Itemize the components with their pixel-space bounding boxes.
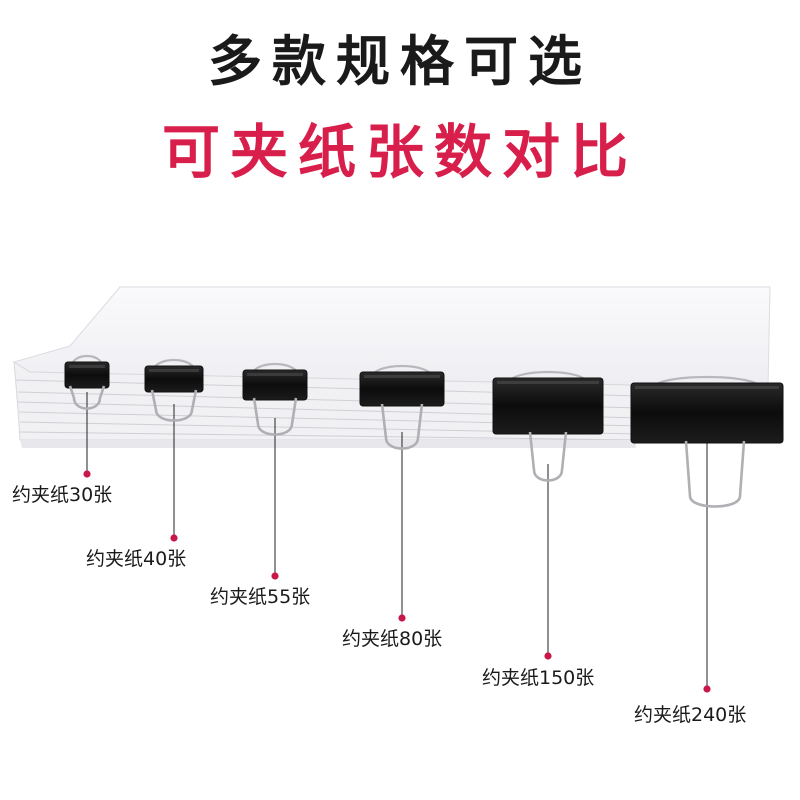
binder-clip-80 <box>359 364 445 450</box>
clip-bottom-handle-240 <box>684 440 746 508</box>
clip-bottom-handle-30 <box>68 385 106 410</box>
headline-spec-options: 多款规格可选 <box>208 30 592 93</box>
capacity-label-30: 约夹纸30张 <box>12 484 113 506</box>
paper-stack-bottom <box>20 440 636 448</box>
binder-clip-240 <box>630 375 784 508</box>
clip-bottom-handle-80 <box>380 403 424 450</box>
binder-clip-150 <box>492 370 604 482</box>
headline-capacity-comparison: 可夹纸张数对比 <box>161 118 638 186</box>
clip-body-150 <box>492 377 604 435</box>
clip-highlight-80 <box>364 375 440 378</box>
marker-dot-80 <box>398 614 406 622</box>
capacity-label-55: 约夹纸55张 <box>210 586 311 608</box>
binder-clip-40 <box>144 359 204 422</box>
capacity-label-80: 约夹纸80张 <box>342 628 443 650</box>
clip-body-55 <box>242 369 308 401</box>
marker-dot-150 <box>544 652 552 660</box>
clip-bottom-handle-55 <box>252 397 298 436</box>
clip-highlight-40 <box>149 369 199 372</box>
marker-dot-30 <box>83 470 91 478</box>
binder-clip-55 <box>242 363 308 436</box>
clip-highlight-150 <box>497 381 599 384</box>
capacity-label-240: 约夹纸240张 <box>634 704 747 726</box>
clip-body-30 <box>64 361 110 389</box>
marker-dot-240 <box>703 685 711 693</box>
clip-bottom-handle-40 <box>150 389 198 422</box>
clip-highlight-55 <box>247 373 303 376</box>
clip-body-240 <box>630 382 784 444</box>
clip-body-40 <box>144 365 204 393</box>
binder-clips <box>64 354 784 508</box>
clip-body-80 <box>359 371 445 407</box>
clip-bottom-handle-150 <box>528 431 568 482</box>
clip-highlight-30 <box>69 365 105 368</box>
marker-dot-55 <box>271 572 279 580</box>
clip-highlight-240 <box>635 386 779 389</box>
binder-clip-30 <box>64 354 110 410</box>
marker-dot-40 <box>170 534 178 542</box>
capacity-label-40: 约夹纸40张 <box>86 548 187 570</box>
capacity-label-150: 约夹纸150张 <box>482 667 595 689</box>
capacity-markers <box>83 392 711 693</box>
